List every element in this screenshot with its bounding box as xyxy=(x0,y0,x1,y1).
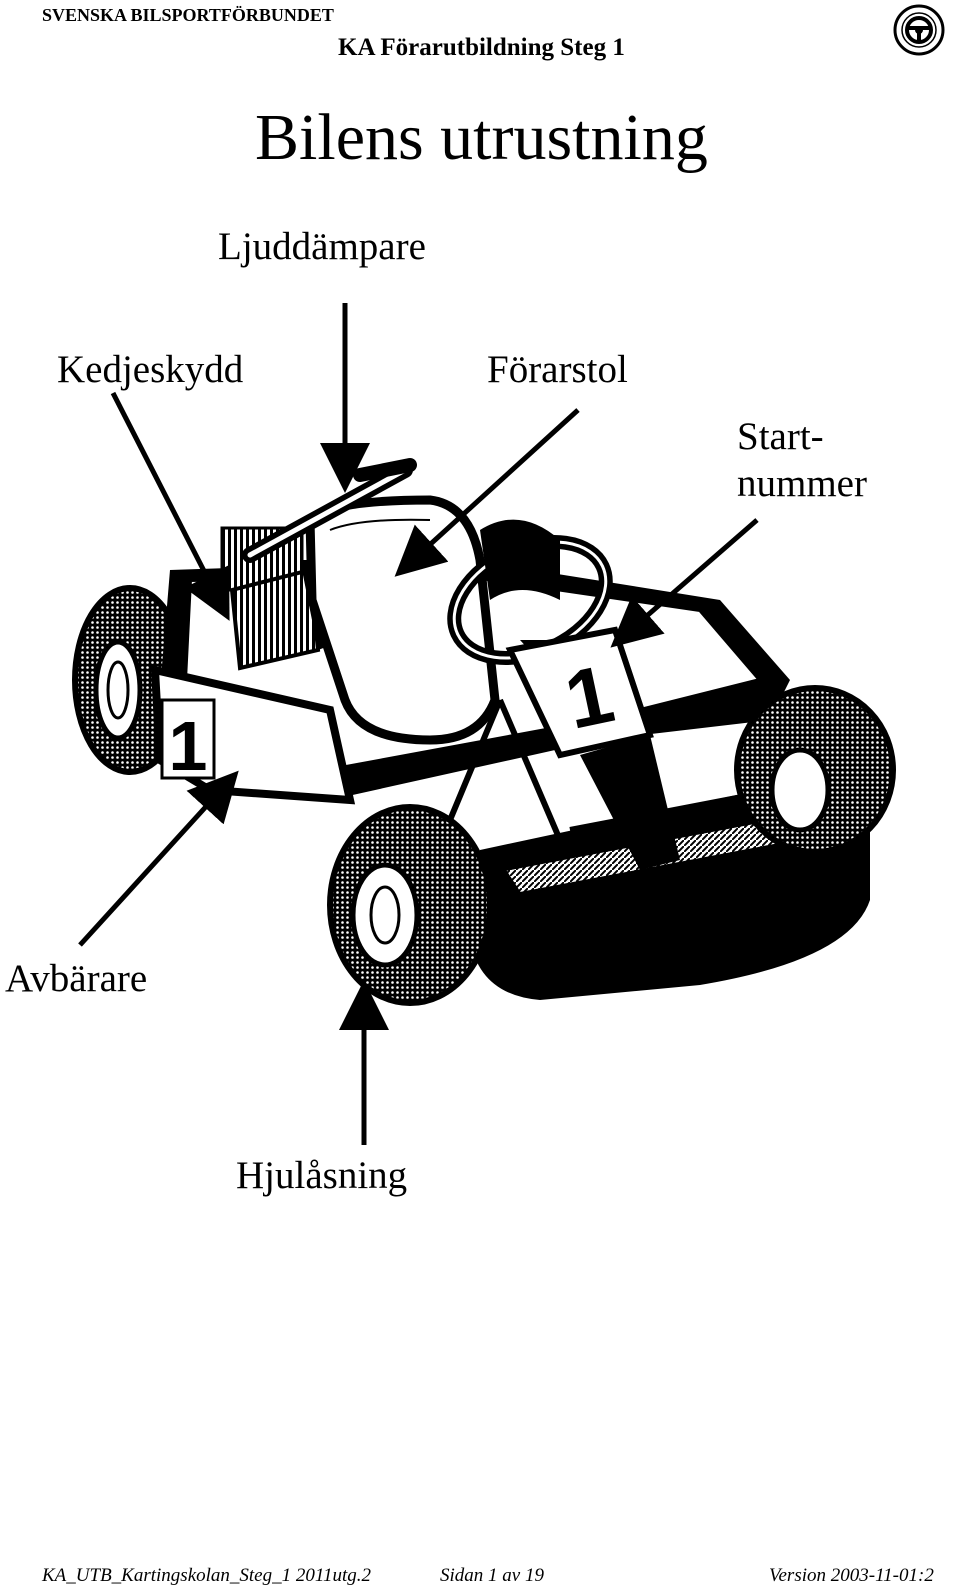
arrow-forarstol xyxy=(394,408,580,577)
sbf-emblem-icon xyxy=(893,4,945,56)
front-left-wheel xyxy=(327,804,493,1006)
label-kedjeskydd: Kedjeskydd xyxy=(57,348,244,391)
front-right-wheel xyxy=(734,685,896,855)
organization-name: SVENSKA BILSPORTFÖRBUNDET xyxy=(42,5,334,25)
side-number: 1 xyxy=(169,707,208,785)
footer-page-info: Sidan 1 av 19 xyxy=(440,1565,544,1586)
label-avbarare: Avbärare xyxy=(5,957,148,1000)
label-forarstol: Förarstol xyxy=(487,348,628,391)
label-startnummer-line1: Start- xyxy=(737,415,824,458)
label-ljuddampare: Ljuddämpare xyxy=(218,225,426,268)
rear-right-wheel xyxy=(480,519,560,600)
course-title: KA Förarutbildning Steg 1 xyxy=(338,34,625,61)
seat xyxy=(305,495,500,745)
arrow-startnummer xyxy=(610,518,759,648)
arrow-kedjeskydd xyxy=(110,391,230,621)
page-title: Bilens utrustning xyxy=(255,101,708,174)
pointer-arrows xyxy=(78,303,759,1145)
label-hjulasning: Hjulåsning xyxy=(236,1154,408,1197)
label-startnummer-line2: nummer xyxy=(737,462,867,505)
footer-document-id: KA_UTB_Kartingskolan_Steg_1 2011utg.2 xyxy=(42,1565,371,1586)
footer-version: Version 2003-11-01:2 xyxy=(769,1565,934,1586)
arrow-avbarare xyxy=(78,770,239,947)
front-number-plate: 1 xyxy=(505,626,680,870)
